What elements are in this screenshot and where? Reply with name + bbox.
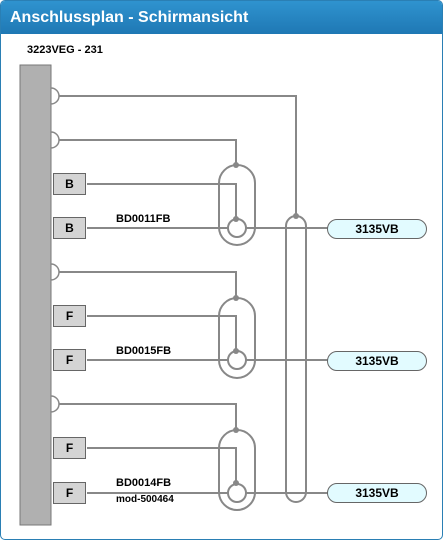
wiring-diagram bbox=[19, 64, 329, 526]
cable-shields bbox=[218, 164, 307, 511]
cable-label-3: BD0014FB bbox=[116, 477, 172, 489]
shield-pin-1 bbox=[50, 87, 60, 105]
device-label: 3223VEG - 231 bbox=[27, 44, 103, 56]
shield-pin-2 bbox=[50, 131, 60, 149]
target-3135vb-2[interactable]: 3135VB bbox=[327, 351, 427, 371]
cable-label-1: BD0011FB bbox=[116, 213, 171, 225]
shield-pin-3 bbox=[50, 263, 60, 281]
target-3135vb-1[interactable]: 3135VB bbox=[327, 219, 427, 239]
cable-sublabel-3: mod-500464 bbox=[116, 494, 174, 505]
window-title: Anschlussplan - Schirmansicht bbox=[10, 9, 249, 26]
device-bar bbox=[19, 64, 52, 526]
shield-pin-4 bbox=[50, 395, 60, 413]
wiring-canvas: 3223VEG - 231 B B F F F F BD0011FB BD001… bbox=[1, 34, 442, 539]
connector-f-3[interactable]: F bbox=[53, 437, 86, 459]
cable-label-2: BD0015FB bbox=[116, 345, 172, 357]
connector-b-2[interactable]: B bbox=[53, 217, 86, 239]
connector-f-2[interactable]: F bbox=[53, 349, 86, 371]
connector-b-1[interactable]: B bbox=[53, 173, 86, 195]
connector-f-4[interactable]: F bbox=[53, 482, 86, 504]
connector-f-1[interactable]: F bbox=[53, 305, 86, 327]
wiring-lines bbox=[59, 95, 329, 494]
target-3135vb-3[interactable]: 3135VB bbox=[327, 483, 427, 503]
title-bar: Anschlussplan - Schirmansicht bbox=[1, 1, 442, 34]
junction-dots bbox=[233, 162, 299, 486]
